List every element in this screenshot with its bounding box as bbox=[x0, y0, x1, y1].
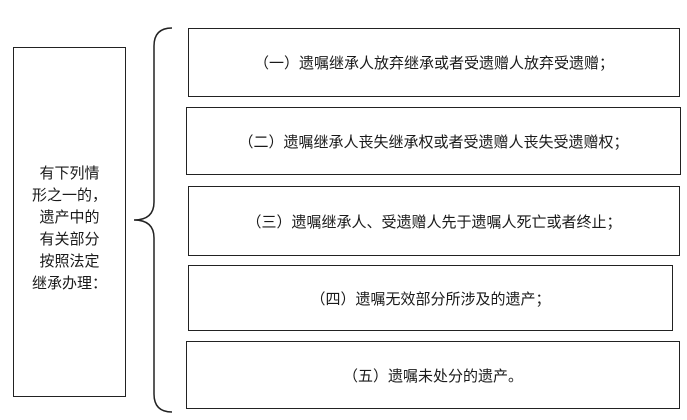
condition-box: 有下列情 形之一的， 遗产中的 有关部分 按照法定 继承办理： bbox=[13, 47, 126, 397]
item-label: （五）遗嘱未处分的遗产。 bbox=[342, 366, 523, 385]
condition-line: 形之一的， bbox=[31, 186, 107, 204]
condition-line: 按照法定 bbox=[39, 252, 100, 270]
condition-text: 有下列情 形之一的， 遗产中的 有关部分 按照法定 继承办理： bbox=[14, 162, 125, 294]
item-label: （二）遗嘱继承人丧失继承权或者受遗赠人丧失受遗赠权； bbox=[238, 132, 629, 151]
item-box-3: （三）遗嘱继承人、受遗赠人先于遗嘱人死亡或者终止； bbox=[188, 186, 680, 256]
item-label: （一）遗嘱继承人放弃继承或者受遗赠人放弃受遗赠； bbox=[253, 54, 614, 72]
item-label: （三）遗嘱继承人、受遗赠人先于遗嘱人死亡或者终止； bbox=[246, 212, 622, 231]
condition-line: 遗产中的 bbox=[39, 208, 100, 226]
condition-line: 有关部分 bbox=[39, 230, 100, 248]
condition-line: 继承办理： bbox=[31, 274, 107, 292]
item-label: （四）遗嘱无效部分所涉及的遗产； bbox=[310, 289, 551, 308]
condition-line: 有下列情 bbox=[39, 164, 100, 182]
item-box-5: （五）遗嘱未处分的遗产。 bbox=[186, 341, 680, 409]
item-box-1: （一）遗嘱继承人放弃继承或者受遗赠人放弃受遗赠； bbox=[188, 28, 680, 97]
item-box-2: （二）遗嘱继承人丧失继承权或者受遗赠人丧失受遗赠权； bbox=[186, 107, 681, 175]
item-box-4: （四）遗嘱无效部分所涉及的遗产； bbox=[188, 265, 673, 331]
